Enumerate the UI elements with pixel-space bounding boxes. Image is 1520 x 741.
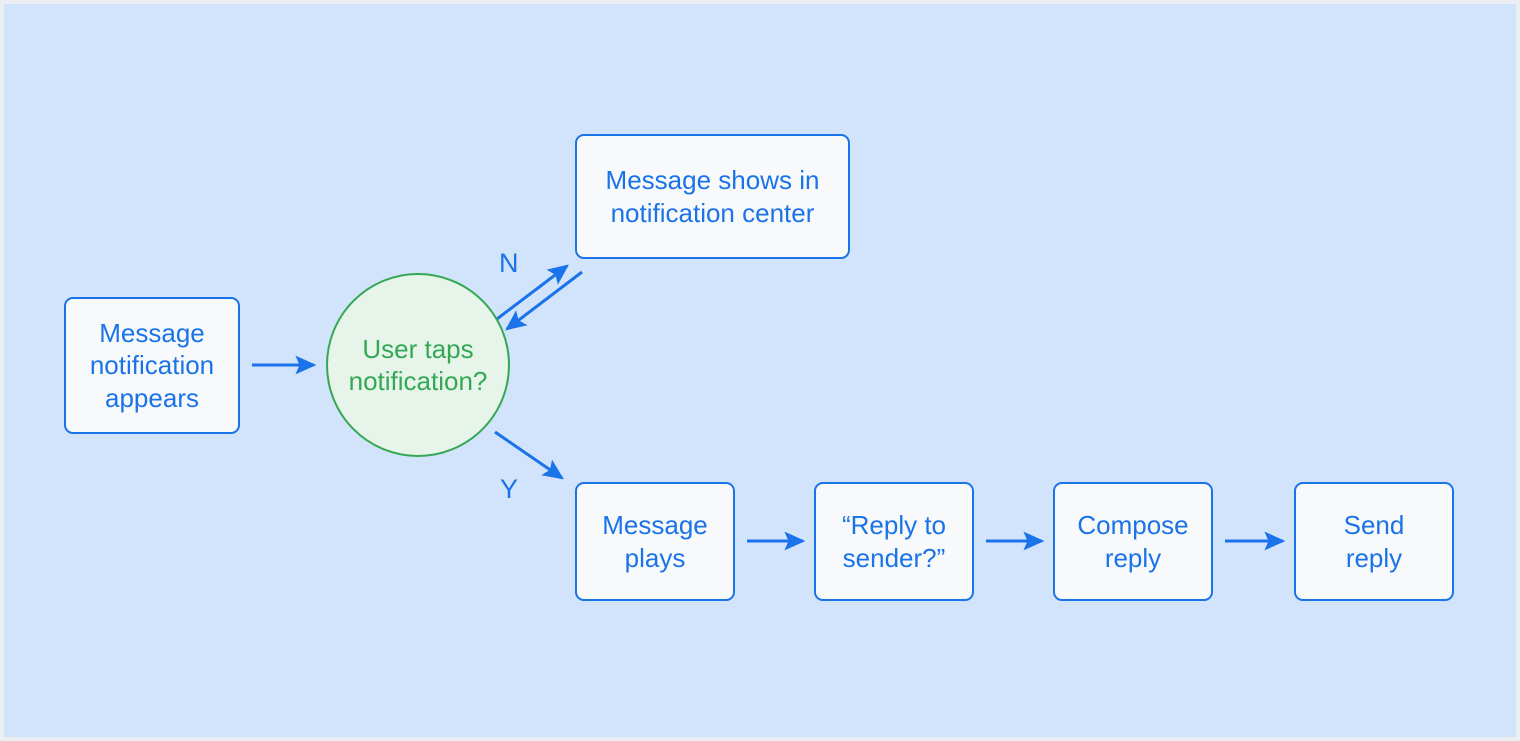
edge-label-yes: Y — [500, 474, 519, 504]
node-message-plays[interactable]: Message plays — [575, 482, 735, 601]
node-reply-to-sender[interactable]: “Reply to sender?” — [814, 482, 974, 601]
node-message-notification-appears[interactable]: Message notification appears — [64, 297, 240, 434]
node-send-reply[interactable]: Send reply — [1294, 482, 1454, 601]
node-message-shows-in-notification-center[interactable]: Message shows in notification center — [575, 134, 850, 259]
edge-decision-to-plays — [494, 430, 564, 480]
node-compose-reply[interactable]: Compose reply — [1053, 482, 1213, 601]
edge-label-no: N — [499, 248, 519, 278]
edge-center-to-decision — [505, 270, 583, 331]
node-user-taps-notification[interactable]: User taps notification? — [326, 273, 510, 457]
